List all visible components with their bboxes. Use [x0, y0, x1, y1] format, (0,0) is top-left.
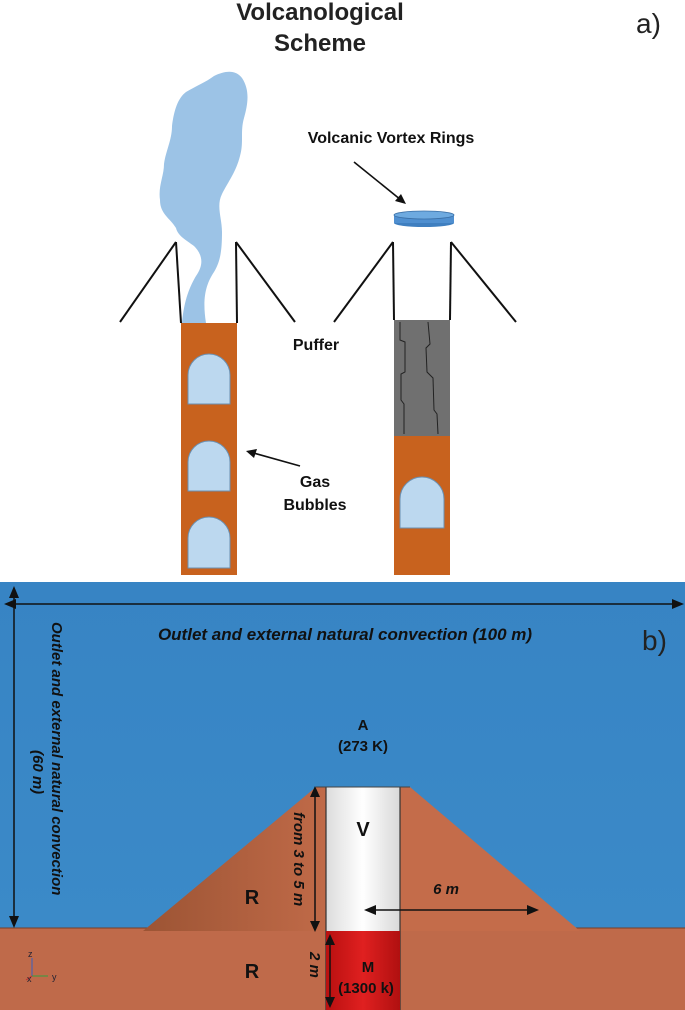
vortex-rings-arrow: [353, 161, 402, 201]
gas-bubbles-arrowhead: [246, 449, 257, 458]
axis-x-label: x: [27, 974, 32, 984]
vent-label: V: [356, 819, 370, 841]
cone-width-arrowhead-left: [364, 905, 376, 915]
panel-b-label: b): [642, 625, 667, 656]
height-dimension-arrowhead-top: [9, 586, 19, 598]
right-crater-line-right: [450, 241, 517, 323]
magma-depth-label: 2 m: [306, 951, 323, 978]
rock-label-upper: R: [245, 887, 260, 909]
vent-column: [326, 787, 400, 931]
magma-label: M: [362, 959, 375, 976]
cone-left-slope: [143, 787, 326, 931]
rock-label-lower: R: [245, 961, 260, 983]
width-dimension-arrowhead-right: [672, 599, 684, 609]
right-crater-line-inner-right: [449, 241, 452, 321]
cone-width-arrowhead-right: [527, 905, 539, 915]
panel-a-title-line1: Volcanological: [236, 0, 404, 26]
panel-b: Outlet and external natural convection (…: [0, 582, 685, 1010]
side-boundary-label-line2: (60 m): [29, 750, 46, 794]
panel-a-label: a): [636, 8, 661, 39]
cone-height-arrowhead-top: [310, 786, 320, 797]
panel-a-title-line2: Scheme: [274, 30, 366, 57]
left-crater-line-inner-right: [235, 241, 238, 324]
air-temperature: (273 K): [338, 738, 388, 755]
gas-bubble-3: [187, 516, 231, 569]
axis-y-label: y: [52, 972, 57, 982]
cone-right-slope: [400, 787, 580, 931]
plug-crack-1: [399, 322, 406, 434]
side-boundary-label-line1: Outlet and external natural convection: [48, 622, 65, 895]
rock-plug: [394, 320, 450, 436]
gas-bubble-2: [187, 440, 231, 492]
cone-height-label: from 3 to 5 m: [290, 812, 307, 906]
cone-height-arrowhead-bottom: [310, 921, 320, 932]
gas-bubble-4: [399, 476, 445, 529]
panel-a: Volcanological Scheme a) Gas Bubbles Puf…: [119, 0, 661, 575]
vortex-rings-arrowhead: [395, 194, 406, 204]
left-crater-line-right: [235, 241, 296, 323]
gas-bubbles-arrow: [249, 451, 301, 467]
puffer-label: Puffer: [293, 337, 339, 354]
magma-temperature: (1300 k): [338, 980, 394, 997]
cone-width-label: 6 m: [433, 881, 459, 898]
magma-depth-arrowhead-top: [325, 934, 335, 945]
axis-z-label: z: [28, 949, 33, 959]
plug-crack-2: [425, 321, 439, 435]
width-dimension-arrowhead-left: [4, 599, 16, 609]
left-crater-line-inner-left: [175, 241, 182, 324]
height-dimension-arrowhead-bottom: [9, 916, 19, 928]
magma-chamber: [326, 931, 400, 1010]
axis-triad-icon: z x y: [25, 949, 57, 984]
vortex-ring-top: [393, 210, 455, 220]
vortex-rings-label: Volcanic Vortex Rings: [308, 130, 475, 147]
left-crater-line-left: [119, 241, 177, 323]
gas-label-line1: Gas: [300, 474, 330, 491]
magma-depth-arrowhead-bottom: [325, 997, 335, 1008]
ash-plume: [159, 71, 248, 324]
right-crater-line-inner-left: [392, 241, 395, 321]
gas-label-line2: Bubbles: [283, 497, 346, 514]
top-boundary-label: Outlet and external natural convection (…: [158, 625, 532, 644]
gas-bubble-1: [187, 353, 231, 405]
air-label: A: [358, 717, 369, 734]
right-crater-line-left: [333, 241, 394, 323]
